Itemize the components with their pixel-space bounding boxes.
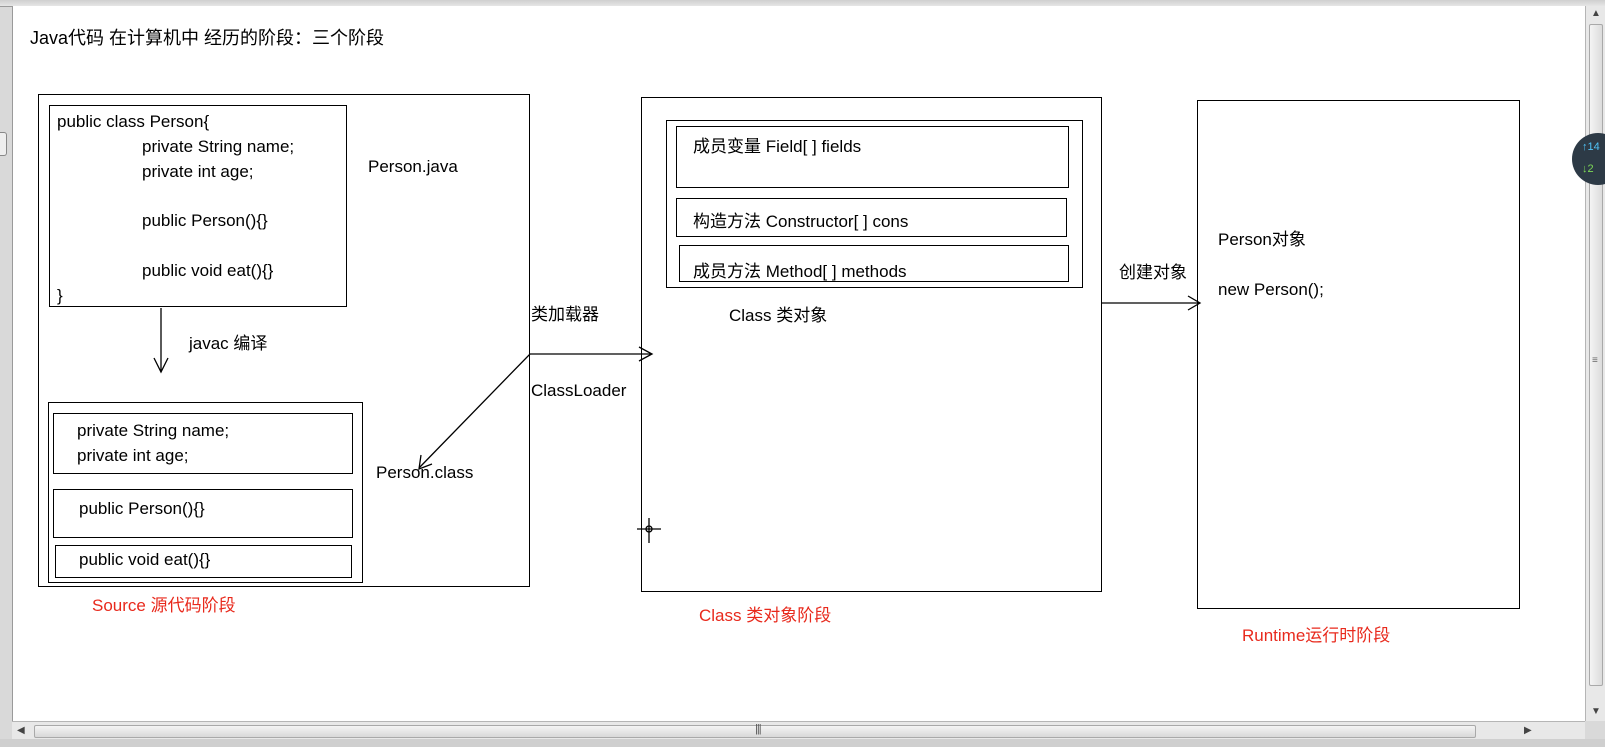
horizontal-scrollbar[interactable]: ◀ ||| ▶ — [12, 721, 1585, 740]
download-count: 2 — [1587, 163, 1594, 175]
class-file-arrow-head — [418, 454, 433, 471]
code-line-close-brace: } — [57, 286, 63, 305]
class-file-box — [48, 402, 363, 583]
compile-label: javac 编译 — [189, 334, 268, 353]
person-object-label: Person对象 — [1218, 230, 1306, 249]
file-label-person-java: Person.java — [368, 157, 458, 176]
class-file-field-age: private int age; — [77, 446, 189, 465]
class-file-method: public void eat(){} — [79, 550, 211, 569]
vertical-grip-icon: ≡ — [1592, 355, 1598, 366]
horizontal-scroll-thumb[interactable]: ||| — [34, 723, 1476, 738]
class-loader-label-en: ClassLoader — [531, 381, 627, 400]
fields-member-box — [676, 126, 1069, 188]
vertical-scrollbar[interactable]: ▲ ≡ ▼ — [1585, 6, 1605, 721]
class-loader-arrow-head — [638, 346, 654, 362]
diagram-title: Java代码 在计算机中 经历的阶段：三个阶段 — [30, 28, 385, 48]
cursor-crosshair-center — [645, 525, 653, 533]
class-file-fields-box — [53, 413, 353, 474]
runtime-stage-box — [1197, 100, 1520, 609]
horizontal-grip-icon: ||| — [755, 723, 762, 735]
code-line-class-decl: public class Person{ — [57, 112, 210, 131]
create-object-label: 创建对象 — [1119, 263, 1187, 282]
methods-member-box — [679, 245, 1069, 282]
class-file-constructor-box — [53, 489, 353, 538]
scroll-left-arrow-icon[interactable]: ◀ — [17, 725, 25, 736]
stage-label-class-object: Class 类对象阶段 — [699, 606, 832, 625]
class-file-method-box — [55, 545, 352, 578]
class-loader-label-cn: 类加载器 — [531, 305, 599, 324]
methods-member-label: 成员方法 Method[ ] methods — [693, 262, 907, 281]
source-stage-box — [38, 94, 530, 587]
code-line-field-age: private int age; — [142, 162, 254, 181]
code-line-method: public void eat(){} — [142, 261, 274, 280]
code-line-field-name: private String name; — [142, 137, 295, 156]
upload-count: 14 — [1587, 141, 1600, 153]
code-line-constructor: public Person(){} — [142, 211, 268, 230]
constructors-member-box — [676, 198, 1067, 237]
file-label-person-class: Person.class — [376, 463, 474, 482]
create-object-arrow-head — [1187, 295, 1202, 311]
vertical-scroll-thumb[interactable]: ≡ — [1589, 24, 1603, 686]
fields-member-label: 成员变量 Field[ ] fields — [693, 137, 862, 156]
class-object-label: Class 类对象 — [729, 306, 828, 325]
java-source-code-box — [49, 105, 347, 307]
side-panel-tab[interactable] — [0, 132, 7, 156]
diagram-canvas: Java代码 在计算机中 经历的阶段：三个阶段 public class Per… — [12, 6, 1586, 721]
scroll-down-arrow-icon[interactable]: ▼ — [1591, 706, 1601, 717]
class-loader-arrow — [418, 353, 651, 469]
class-file-field-name: private String name; — [77, 421, 230, 440]
class-object-stage-box — [641, 97, 1102, 592]
stage-label-source: Source 源代码阶段 — [92, 596, 236, 615]
compile-arrow-head — [153, 357, 169, 374]
class-file-constructor: public Person(){} — [79, 499, 205, 518]
new-person-expression: new Person(); — [1218, 280, 1324, 299]
connector-arrows — [153, 295, 1202, 543]
scroll-right-arrow-icon[interactable]: ▶ — [1524, 725, 1532, 736]
window-bottom-border — [0, 739, 1605, 747]
download-arrow-icon: ↓2 — [1582, 163, 1594, 175]
class-object-members-box — [666, 120, 1083, 288]
stage-label-runtime: Runtime运行时阶段 — [1242, 626, 1391, 645]
constructors-member-label: 构造方法 Constructor[ ] cons — [693, 212, 909, 231]
scroll-up-arrow-icon[interactable]: ▲ — [1591, 8, 1601, 19]
upload-arrow-icon: ↑14 — [1582, 141, 1600, 153]
